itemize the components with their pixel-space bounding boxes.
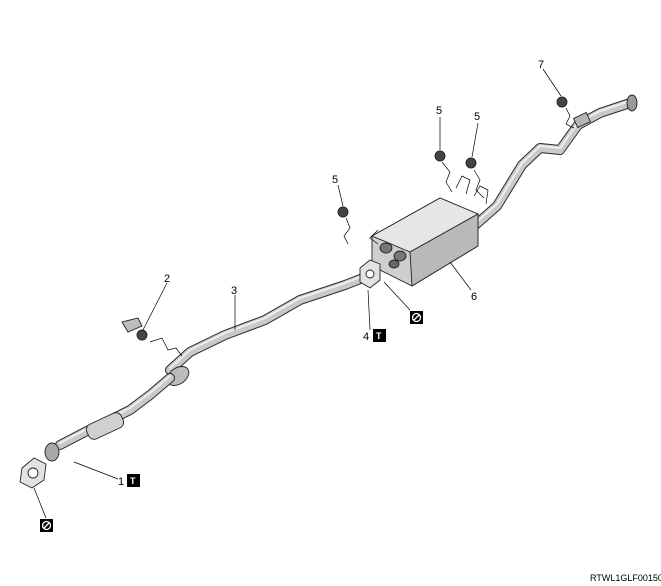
svg-text:T: T [130, 476, 136, 486]
rubber-mount-5c [465, 157, 485, 199]
tail-pipe [467, 94, 638, 233]
callout-6: 6 [471, 291, 477, 303]
rubber-mount-5a [337, 206, 351, 245]
leader-6 [449, 261, 472, 291]
leader-5a [337, 184, 344, 207]
svg-text:T: T [376, 331, 382, 341]
no-reuse-badge-front [40, 519, 53, 532]
callout-5c: 5 [474, 111, 480, 123]
figure-code: RTWL1GLF001501 [590, 573, 661, 583]
front-gasket [19, 457, 47, 489]
callout-1: 1 [118, 476, 124, 488]
callout-5b: 5 [436, 105, 442, 117]
leader-5c [471, 122, 479, 158]
torque-badge-4: T [373, 329, 386, 342]
no-reuse-badge-center [410, 311, 423, 324]
center-pipe [44, 271, 373, 462]
center-gasket [359, 259, 381, 289]
callout-7: 7 [538, 59, 544, 71]
callout-3: 3 [231, 285, 237, 297]
leader-4 [367, 289, 371, 331]
leader-noreuse-front [33, 487, 47, 519]
torque-icon [127, 474, 140, 487]
callout-5a: 5 [332, 174, 338, 186]
callout-2: 2 [164, 273, 170, 285]
leader-1 [73, 461, 119, 480]
callout-4: 4 [363, 331, 369, 343]
torque-badge-1: T [127, 474, 140, 487]
torque-icon [373, 329, 386, 342]
rubber-mount-2 [121, 317, 183, 357]
leader-noreuse-center [383, 281, 411, 311]
rubber-mount-7 [556, 96, 575, 129]
muffler-assembly [369, 175, 489, 287]
leader-7 [542, 68, 562, 97]
rubber-mount-5b [434, 150, 453, 193]
leader-2 [142, 282, 168, 331]
